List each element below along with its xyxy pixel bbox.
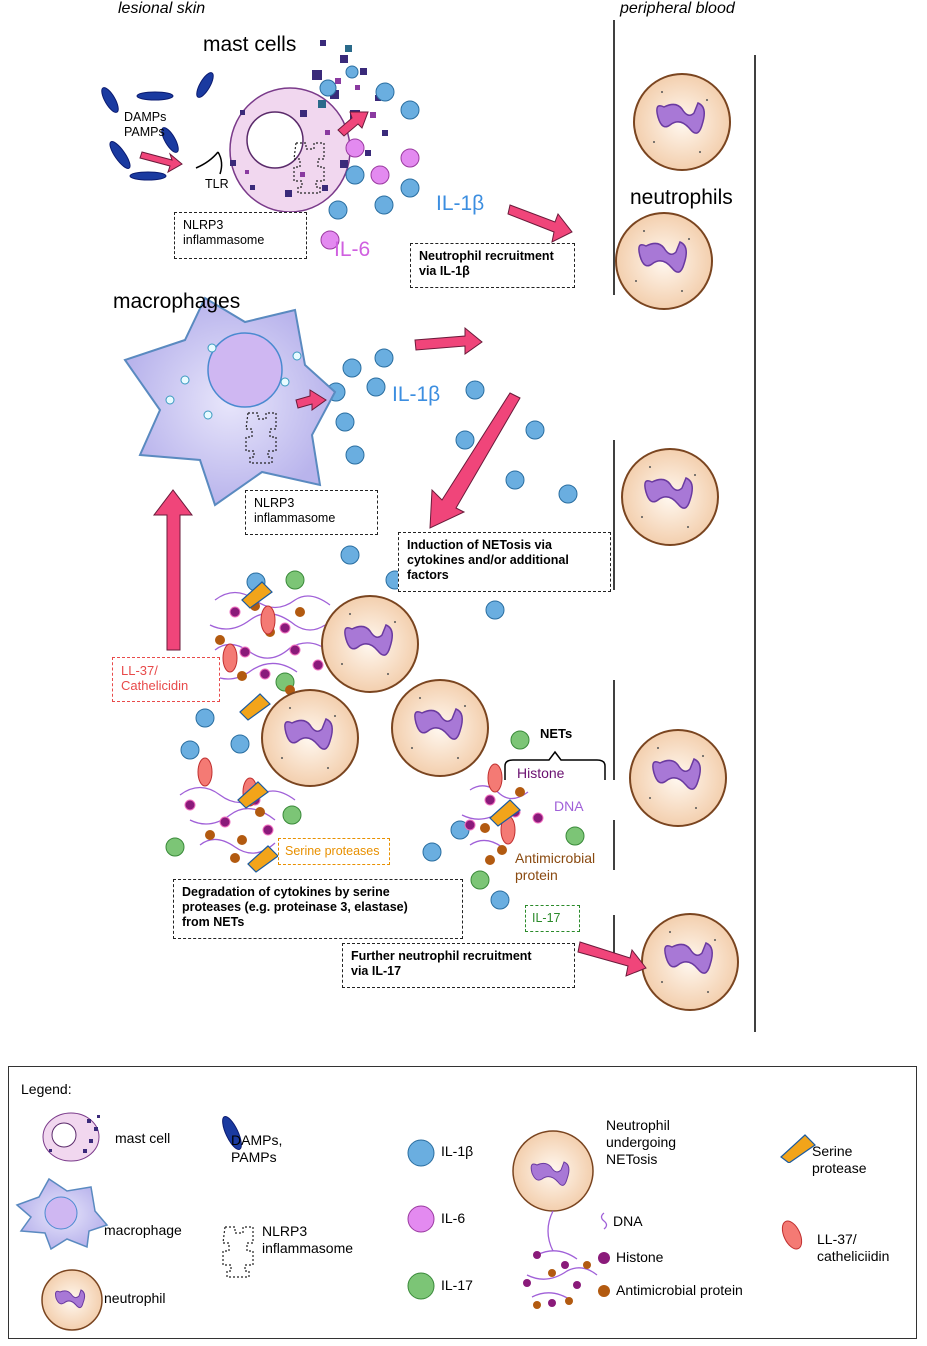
mast-cells-title: mast cells — [203, 33, 297, 56]
legend-nlrp3-icon — [222, 1226, 254, 1278]
legend-il17-icon — [407, 1272, 435, 1300]
legend-mast-cell-label: mast cell — [115, 1130, 171, 1146]
legend-dna-label: DNA — [613, 1213, 643, 1229]
legend-neutrophil-icon — [41, 1269, 103, 1331]
arrows — [139, 111, 647, 977]
lesional-skin-label: lesional skin — [118, 0, 206, 17]
neutrophil-netosis-3 — [391, 679, 489, 777]
macrophage — [123, 296, 337, 507]
legend-antimicrobial-icon — [598, 1285, 610, 1297]
peripheral-blood-label: peripheral blood — [620, 0, 735, 17]
cytokine-il1b — [180, 82, 578, 910]
legend-neutrophil-label: neutrophil — [104, 1290, 166, 1306]
neutrophil-netosis-2 — [261, 689, 359, 787]
il17-box: IL-17 — [525, 905, 580, 932]
neutrophil-netosis-1 — [321, 595, 419, 693]
legend-damps-icon — [222, 1115, 242, 1151]
legend-title: Legend: — [21, 1081, 72, 1097]
neutrophil-blood-2 — [615, 212, 713, 310]
macrophages-title: macrophages — [113, 290, 241, 313]
cytokine-il6 — [320, 138, 420, 250]
legend-ll37-label: LL-37/ catheliciidin — [817, 1231, 890, 1264]
legend-il1b-icon — [407, 1139, 435, 1167]
legend-serine-icon — [780, 1134, 816, 1163]
serine-proteases-box: Serine proteases — [278, 838, 390, 865]
tlr-receptor — [195, 151, 223, 175]
antimicrobial-label: Antimicrobial protein — [515, 850, 596, 883]
legend-netosis-label: Neutrophil undergoing NETosis — [606, 1117, 677, 1167]
neutrophil-blood-5 — [641, 913, 739, 1011]
dna-label: DNA — [554, 798, 584, 814]
damps-pamps-label: DAMPs PAMPs — [124, 110, 167, 139]
nlrp3-box-mast: NLRP3 inflammasome — [174, 212, 307, 259]
legend-netosis-icon — [512, 1130, 598, 1309]
legend-macrophage-icon — [15, 1177, 109, 1250]
degradation-box: Degradation of cytokines by serine prote… — [173, 879, 463, 939]
legend-antimicrobial-label: Antimicrobial protein — [616, 1282, 743, 1298]
il1b-label-mid: IL-1β — [392, 383, 441, 406]
histone-label: Histone — [517, 765, 565, 781]
ll37-box: LL-37/ Cathelicidin — [112, 657, 220, 702]
legend-il17-label: IL-17 — [441, 1277, 473, 1293]
cytokine-il17 — [165, 570, 585, 890]
neutrophil-blood-1 — [633, 73, 731, 171]
damps-pamps-cluster — [101, 72, 214, 181]
legend-histone-icon — [598, 1252, 610, 1264]
neutrophil-blood-4 — [629, 729, 727, 827]
recruitment-box: Neutrophil recruitment via IL-1β — [410, 243, 575, 288]
legend-nlrp3-label: NLRP3 inflammasome — [262, 1223, 354, 1256]
mast-cell — [229, 40, 388, 213]
il1b-label-top: IL-1β — [436, 192, 485, 215]
nets-title: NETs — [540, 726, 573, 741]
further-recruitment-box: Further neutrophil recruitment via IL-17 — [342, 943, 575, 988]
il6-label: IL-6 — [334, 238, 371, 261]
legend-mast-cell-icon — [42, 1112, 100, 1162]
legend-dna-icon — [600, 1212, 608, 1230]
legend-ll37-icon — [781, 1220, 803, 1250]
neutrophil-blood-3 — [621, 448, 719, 546]
legend-macrophage-label: macrophage — [104, 1222, 182, 1238]
nets-bracket — [504, 750, 606, 780]
legend-il1b-label: IL-1β — [441, 1143, 474, 1159]
netosis-box: Induction of NETosis via cytokines and/o… — [398, 532, 611, 592]
legend-il6-label: IL-6 — [441, 1210, 466, 1226]
net-cluster-right — [461, 763, 544, 865]
legend-serine-label: Serine protease — [812, 1143, 867, 1176]
legend-il6-icon — [407, 1205, 435, 1233]
blood-vessel-boundary — [613, 20, 756, 1032]
legend-histone-label: Histone — [616, 1249, 664, 1265]
legend-damps-label: DAMPs, PAMPs — [231, 1132, 283, 1165]
legend: Legend: mast cell macrophage neutrophil … — [8, 1066, 917, 1339]
tlr-label: TLR — [205, 177, 229, 191]
neutrophils-title: neutrophils — [630, 186, 733, 209]
net-cluster-bottom-left — [179, 757, 296, 873]
nlrp3-box-macrophage: NLRP3 inflammasome — [245, 490, 378, 535]
